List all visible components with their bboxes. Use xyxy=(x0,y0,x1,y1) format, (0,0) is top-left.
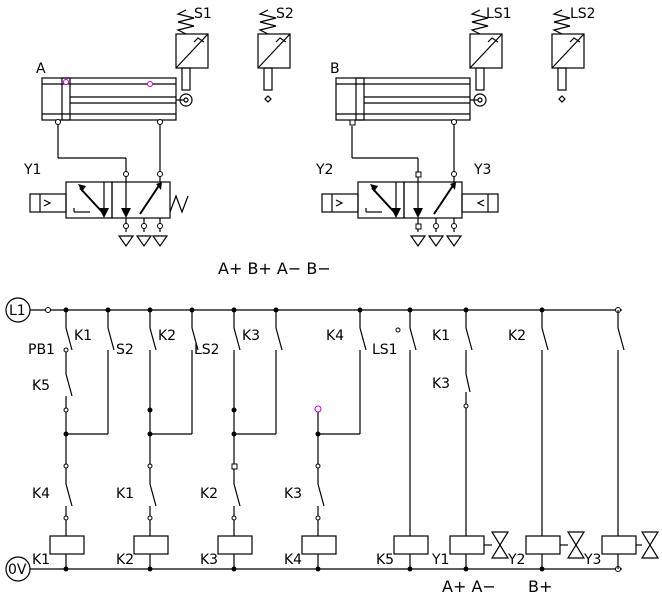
c1-nc: K5 xyxy=(32,378,50,394)
c2-mid: K1 xyxy=(116,486,134,502)
rung-8 xyxy=(601,310,660,569)
valve-y2-y3 xyxy=(321,124,499,248)
rung-3 xyxy=(217,310,283,569)
label-a-s1: S1 xyxy=(194,6,212,22)
c5-top: LS1 xyxy=(372,342,398,358)
cylinder-a xyxy=(41,77,193,125)
label-b-ls2: LS2 xyxy=(570,6,596,22)
c7-coil: Y2 xyxy=(507,552,525,568)
rung-5 xyxy=(393,310,429,569)
c2-latch: K2 xyxy=(158,328,176,344)
c1-mid: K4 xyxy=(32,486,50,502)
out-b: B+ xyxy=(528,577,552,596)
c4-coil: K4 xyxy=(284,552,302,568)
c5-coil: K5 xyxy=(376,552,394,568)
c6-mid: K3 xyxy=(432,376,450,392)
c3-top: LS2 xyxy=(194,342,220,358)
rung-2 xyxy=(133,310,199,569)
c7-top: K2 xyxy=(508,328,526,344)
c3-coil: K3 xyxy=(200,552,218,568)
c3-mid: K2 xyxy=(200,486,218,502)
label-y1: Y1 xyxy=(23,162,41,178)
rung-6 xyxy=(449,310,510,569)
rung-1 xyxy=(49,310,115,569)
out-a: A+ A− xyxy=(442,577,496,596)
label-a-s2: S2 xyxy=(276,6,294,22)
cylinder-b-label: B xyxy=(330,61,340,77)
rung-7 xyxy=(525,310,586,569)
c1-top: PB1 xyxy=(28,342,55,358)
label-y2: Y2 xyxy=(315,162,333,178)
valve-y1 xyxy=(29,124,189,248)
c6-top: K1 xyxy=(432,328,450,344)
c4-top: K4 xyxy=(326,328,344,344)
c4-mid: K3 xyxy=(284,486,302,502)
cylinder-a-label: A xyxy=(36,61,46,77)
label-b-ls1: LS1 xyxy=(486,6,512,22)
c8-coil: Y3 xyxy=(583,552,601,568)
l1-label: L1 xyxy=(9,303,26,319)
rung-4 xyxy=(301,310,367,569)
c3-latch: K3 xyxy=(242,328,260,344)
c2-coil: K2 xyxy=(116,552,134,568)
limit-switch-b-ls1 xyxy=(469,9,503,91)
limit-switch-a-s2 xyxy=(257,9,291,103)
sequence-label: A+ B+ A− B− xyxy=(218,259,331,278)
c2-top: S2 xyxy=(116,342,134,358)
cylinder-b xyxy=(335,77,487,126)
ov-label: 0V xyxy=(8,562,27,578)
c1-latch: K1 xyxy=(74,328,92,344)
c1-coil: K1 xyxy=(32,552,50,568)
label-y3: Y3 xyxy=(473,162,491,178)
limit-switch-b-ls2 xyxy=(551,9,585,103)
c6-coil: Y1 xyxy=(431,552,449,568)
limit-switch-a-s1 xyxy=(175,9,209,91)
